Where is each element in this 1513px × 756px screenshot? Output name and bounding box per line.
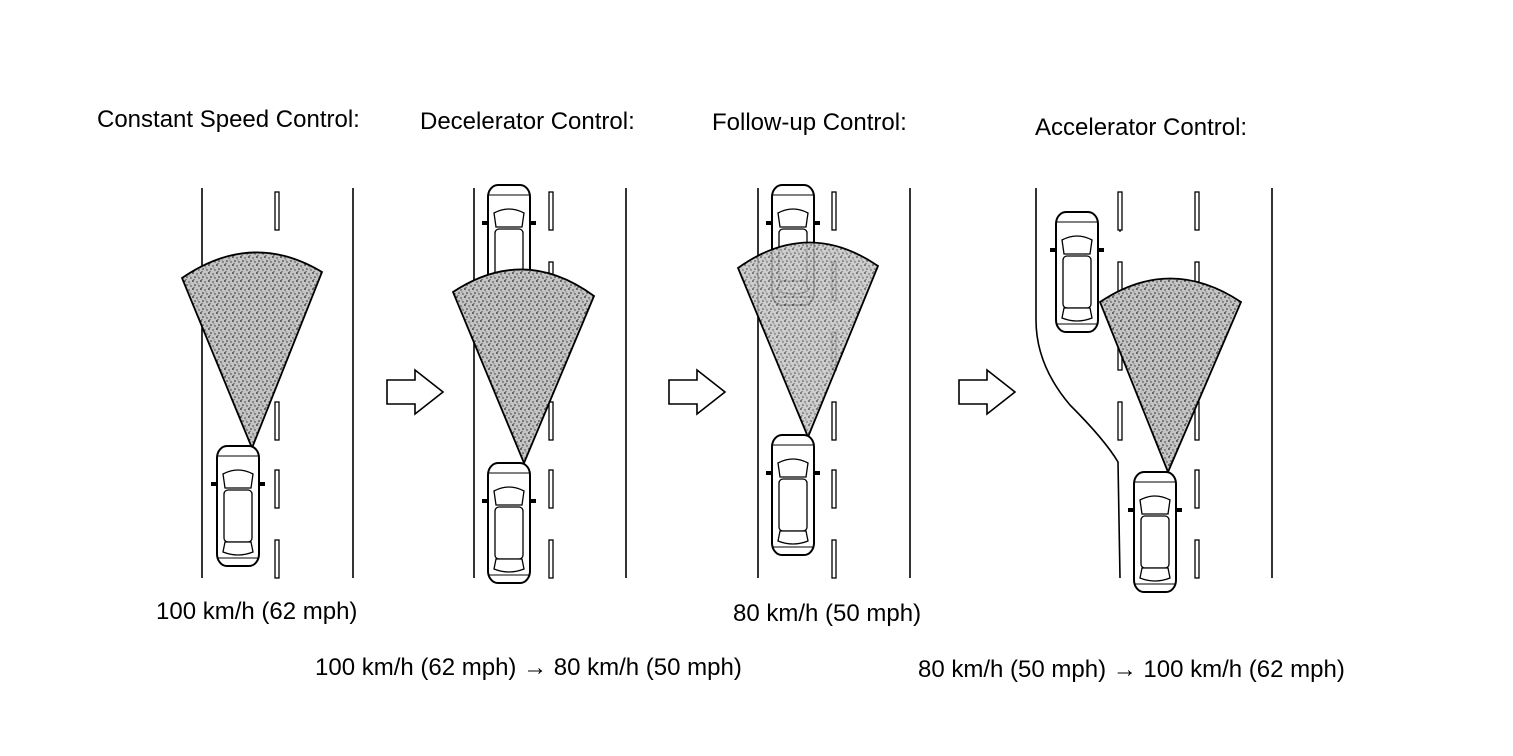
panel-follow-up bbox=[736, 184, 911, 579]
speed-label-constant: 100 km/h (62 mph) bbox=[156, 598, 358, 625]
panel-title-constant-speed: Constant Speed Control: bbox=[97, 106, 360, 133]
right-arrow-icon bbox=[386, 369, 444, 415]
radar-cone-icon bbox=[1098, 277, 1243, 475]
right-arrow-icon bbox=[958, 369, 1016, 415]
road-edge-left bbox=[1035, 188, 1121, 579]
radar-cone-icon bbox=[736, 241, 880, 440]
panel-title-decelerator: Decelerator Control: bbox=[420, 108, 635, 135]
panel-title-accelerator: Accelerator Control: bbox=[1035, 114, 1248, 141]
car-icon bbox=[765, 434, 821, 556]
speed-label-follow: 80 km/h (50 mph) bbox=[733, 600, 922, 627]
car-icon bbox=[1127, 471, 1183, 593]
panel-title-follow-up: Follow-up Control: bbox=[712, 109, 907, 136]
panel-accelerator bbox=[1035, 188, 1273, 593]
car-icon bbox=[1049, 211, 1105, 333]
panel-decelerator bbox=[451, 184, 627, 584]
radar-cone-icon bbox=[180, 251, 324, 451]
radar-cone-icon bbox=[451, 268, 596, 466]
speed-label-accelerate: 80 km/h (50 mph) → 100 km/h (62 mph) bbox=[918, 656, 1345, 683]
right-arrow-icon bbox=[668, 369, 726, 415]
panel-constant-speed bbox=[180, 188, 354, 579]
speed-label-decelerate: 100 km/h (62 mph) → 80 km/h (50 mph) bbox=[315, 654, 742, 681]
car-icon bbox=[481, 462, 537, 584]
car-icon bbox=[210, 445, 266, 567]
